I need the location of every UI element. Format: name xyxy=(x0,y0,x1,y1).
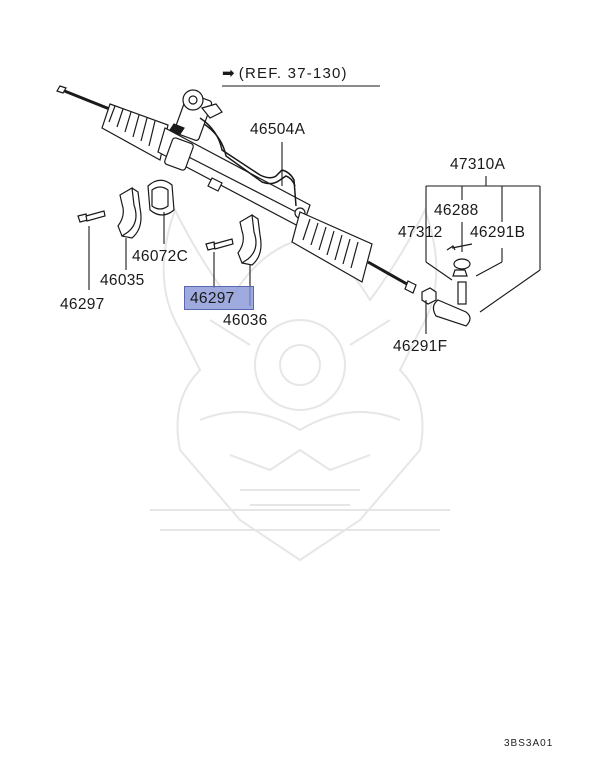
part-label-46291B[interactable]: 46291B xyxy=(470,224,526,241)
steering-rack-assembly xyxy=(56,85,417,294)
part-label-46297-left[interactable]: 46297 xyxy=(60,296,105,313)
part-label-47312[interactable]: 47312 xyxy=(398,224,443,241)
part-label-46288[interactable]: 46288 xyxy=(434,202,479,219)
part-label-46297-highlighted[interactable]: 46297 xyxy=(184,286,254,310)
watermark-emblem-icon xyxy=(150,207,450,562)
tie-rod-end-assembly xyxy=(421,243,473,327)
part-label-46072C[interactable]: 46072C xyxy=(132,248,189,265)
part-label-46035[interactable]: 46035 xyxy=(100,272,145,289)
right-arrow-icon: ➡ xyxy=(222,65,236,82)
part-label-46036[interactable]: 46036 xyxy=(223,312,268,329)
part-label-46291F[interactable]: 46291F xyxy=(393,338,448,355)
reference-note: ➡(REF. 37-130) xyxy=(222,64,348,82)
leader-lines xyxy=(88,85,541,334)
diagram-code: 3BS3A01 xyxy=(504,738,554,749)
part-label-47310A[interactable]: 47310A xyxy=(450,156,506,173)
mounting-hardware xyxy=(77,179,262,266)
reference-text: (REF. 37-130) xyxy=(238,65,348,82)
part-label-46504A[interactable]: 46504A xyxy=(250,121,306,138)
